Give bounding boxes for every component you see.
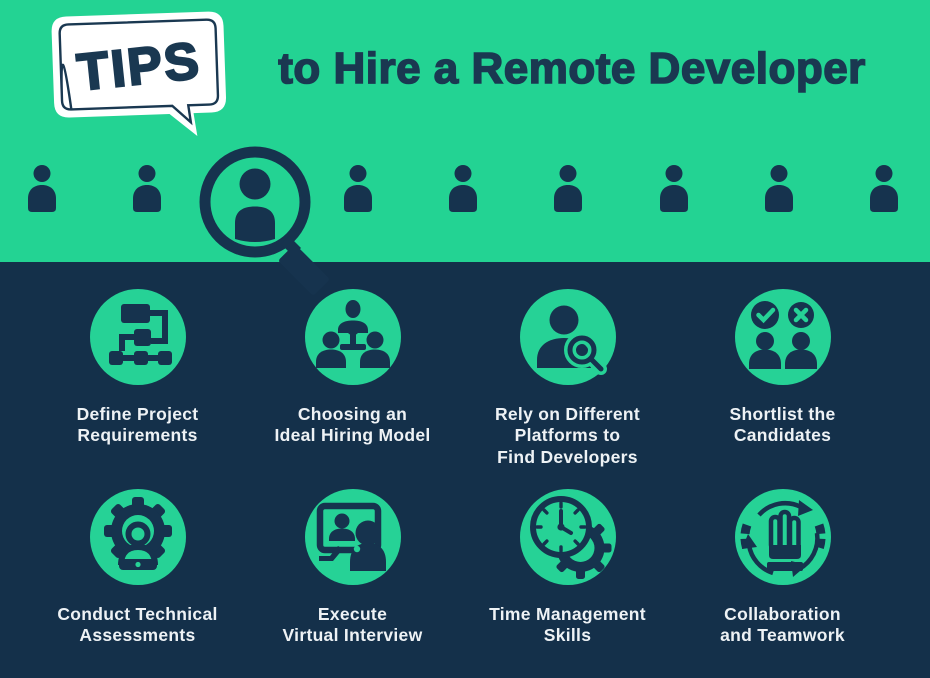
tip-label: Execute Virtual Interview xyxy=(282,604,423,646)
tips-speech-bubble: TIPS xyxy=(42,4,238,144)
candidate-people-row xyxy=(0,146,930,295)
tip-label: Define Project Requirements xyxy=(76,404,199,446)
person-icon xyxy=(550,165,590,213)
tip-item-shortlist-candidates: Shortlist the Candidates xyxy=(675,289,890,489)
tip-label: Conduct Technical Assessments xyxy=(57,604,218,646)
tip-item-define-project-requirements: Define Project Requirements xyxy=(30,289,245,489)
tip-label: Rely on Different Platforms to Find Deve… xyxy=(494,404,641,467)
tip-item-choosing-ideal-hiring-model: Choosing an Ideal Hiring Model xyxy=(245,289,460,489)
tips-badge-label: TIPS xyxy=(74,32,203,103)
person-icon xyxy=(129,165,169,213)
virtual-interview-icon xyxy=(316,502,386,571)
tip-label: Shortlist the Candidates xyxy=(729,404,836,446)
gear-user-icon xyxy=(103,497,172,570)
user-search-icon xyxy=(536,305,607,375)
tip-item-time-management-skills: Time Management Skills xyxy=(460,489,675,678)
person-icon xyxy=(24,165,64,213)
tips-grid: Define Project Requirements Choosing an … xyxy=(0,262,930,678)
person-icon xyxy=(340,165,380,213)
person-icon xyxy=(656,165,696,213)
tip-item-rely-on-platforms: Rely on Different Platforms to Find Deve… xyxy=(460,289,675,489)
org-hierarchy-icon xyxy=(315,300,390,368)
page-title: to Hire a Remote Developer xyxy=(277,43,866,94)
magnifying-glass-icon xyxy=(199,146,329,295)
person-icon xyxy=(445,165,485,213)
flowchart-icon xyxy=(108,304,172,365)
tip-item-collaboration-teamwork: Collaboration and Teamwork xyxy=(675,489,890,678)
tip-item-conduct-technical-assessments: Conduct Technical Assessments xyxy=(30,489,245,678)
header-banner: TIPS to Hire a Remote Developer xyxy=(0,0,930,295)
tip-label: Choosing an Ideal Hiring Model xyxy=(274,404,431,446)
person-icon xyxy=(761,165,801,213)
magnified-person xyxy=(199,146,329,295)
tip-label: Time Management Skills xyxy=(489,604,646,646)
tip-item-execute-virtual-interview: Execute Virtual Interview xyxy=(245,489,460,678)
shortlist-check-cross-icon xyxy=(748,301,817,369)
hand-cycle-icon xyxy=(740,500,825,577)
clock-gear-icon xyxy=(529,496,611,579)
tip-label: Collaboration and Teamwork xyxy=(720,604,845,646)
speech-bubble-icon: TIPS xyxy=(51,11,226,137)
person-icon xyxy=(866,165,906,213)
